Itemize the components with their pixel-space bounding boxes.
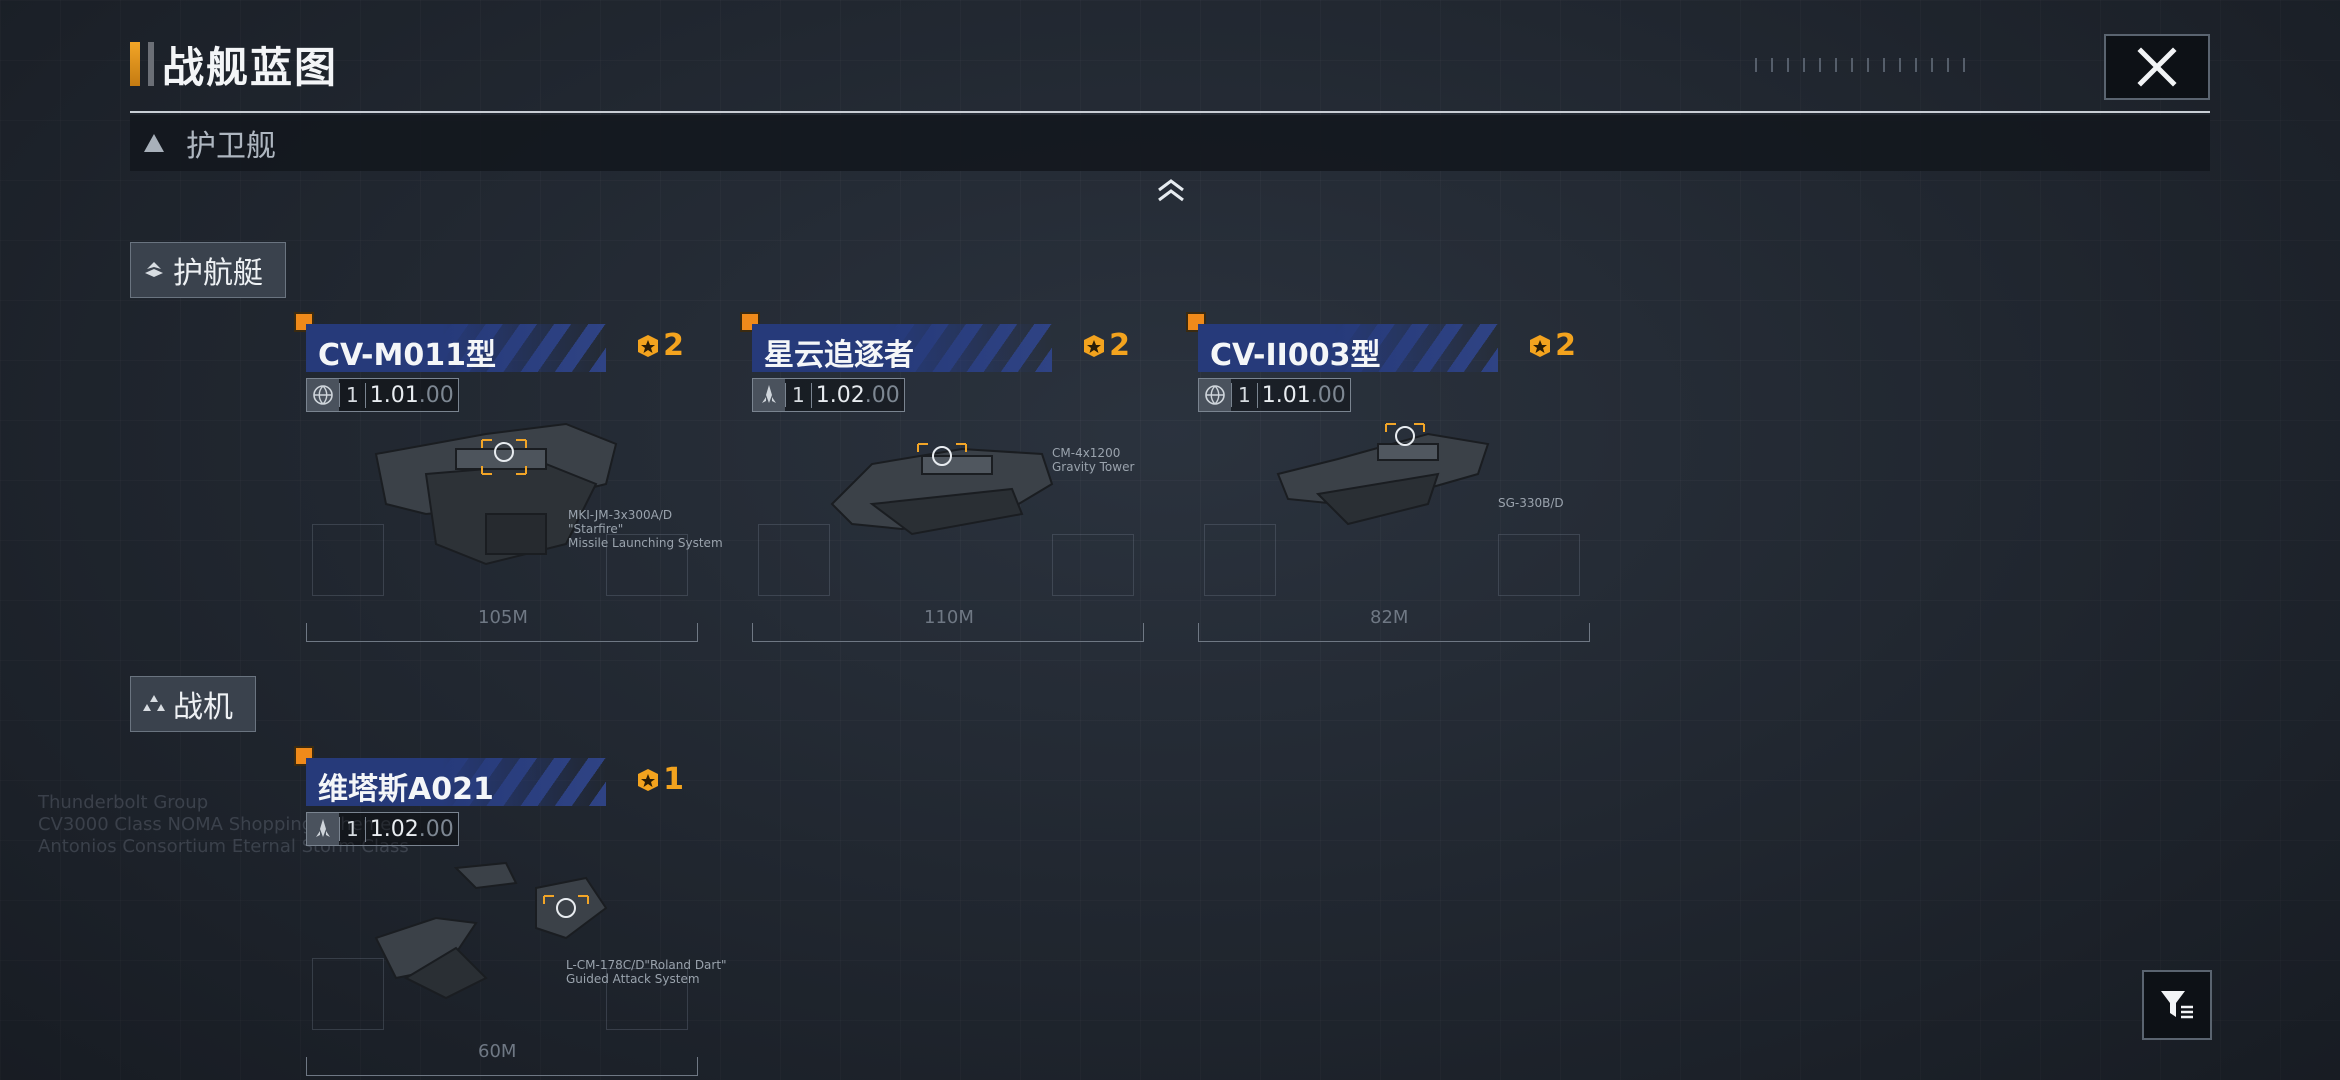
weapon-label: MKI-JM-3x300A/D "Starfire" Missile Launc…: [568, 508, 723, 550]
category-escort: 护航艇: [130, 242, 286, 298]
header-divider: [130, 111, 2210, 113]
globe-icon: [313, 385, 333, 405]
ship-length: 60M: [478, 1041, 517, 1062]
ship-card[interactable]: CV-M011型 2 1 1.01.00 MKI-JM-3x300A/D "St…: [296, 314, 723, 642]
ship-type-icon: [1199, 379, 1231, 411]
version-sub: .00: [418, 816, 454, 842]
ruler: [306, 623, 698, 642]
ruler: [752, 623, 1144, 642]
page-title-text: 战舰蓝图: [162, 42, 339, 92]
version: 1.01.00: [364, 382, 458, 408]
ship-badge: 2: [1081, 328, 1130, 363]
blueprint-sketch: [606, 968, 688, 1030]
ship-type-icon: [753, 379, 785, 411]
rocket-icon: [316, 819, 330, 837]
category-label: 护航艇: [173, 256, 263, 291]
badge-icon: [1530, 334, 1551, 357]
version-main: 1.02: [815, 382, 865, 408]
title-accent: [130, 42, 140, 86]
weapon-label: CM-4x1200 Gravity Tower: [1052, 446, 1135, 474]
ship-stat: 1 1.01.00: [1198, 378, 1351, 412]
filter-button[interactable]: [2142, 970, 2212, 1040]
version-main: 1.01: [1261, 382, 1311, 408]
ship-length: 82M: [1370, 607, 1409, 628]
version-main: 1.02: [369, 816, 419, 842]
badge-icon: [1084, 334, 1105, 357]
ruler: [306, 1057, 698, 1076]
globe-icon: [1205, 385, 1225, 405]
page-title: 战舰蓝图: [130, 38, 338, 92]
blueprint-sketch: [1498, 534, 1580, 596]
blueprint-sketch: [606, 534, 688, 596]
ship-stat: 1 1.02.00: [306, 812, 459, 846]
version-main: 1.01: [369, 382, 419, 408]
version: 1.02.00: [364, 816, 458, 842]
ship-card[interactable]: 维塔斯A021 1 1 1.02.00 L-CM-178C/D"Roland D…: [296, 748, 727, 1076]
badge-icon: [638, 334, 659, 357]
ship-image: [812, 394, 1072, 584]
version: 1.02.00: [810, 382, 904, 408]
ship-image: [366, 394, 626, 584]
stat-number: 1: [785, 383, 811, 407]
escort-category-icon: [145, 262, 163, 277]
fighter-category-icon: [143, 695, 165, 711]
close-icon: [2137, 47, 2177, 87]
chevron-up-icon[interactable]: [1155, 176, 1187, 204]
ship-stat: 1 1.01.00: [306, 378, 459, 412]
ship-type-icon: [307, 813, 339, 845]
ruler: [1198, 623, 1590, 642]
badge-count: 2: [1109, 328, 1130, 363]
badge-icon: [638, 768, 659, 791]
triangle-icon: [144, 134, 164, 152]
weapon-label: SG-330B/D: [1498, 496, 1564, 510]
category-label: 战机: [173, 690, 233, 725]
title-accent-secondary: [148, 42, 154, 86]
version-sub: .00: [1310, 382, 1346, 408]
ship-type-icon: [307, 379, 339, 411]
ship-image: [366, 828, 626, 1018]
section-header-frigate[interactable]: 护卫舰: [130, 115, 2210, 171]
filter-icon: [2161, 991, 2193, 1019]
ship-name-bar: [306, 758, 606, 806]
rocket-icon: [762, 385, 776, 403]
ship-card[interactable]: CV-II003型 2 1 1.01.00 SG-330B/D 82M: [1188, 314, 1590, 642]
ship-name-bar: [752, 324, 1052, 372]
ship-length: 105M: [478, 607, 528, 628]
ship-name-bar: [1198, 324, 1498, 372]
ship-badge: 2: [635, 328, 684, 363]
stat-number: 1: [339, 817, 365, 841]
ship-badge: 2: [1527, 328, 1576, 363]
version: 1.01.00: [1256, 382, 1350, 408]
ship-card[interactable]: 星云追逐者 2 1 1.02.00 CM-4x1200 Gravity Towe…: [742, 314, 1144, 642]
badge-count: 1: [663, 762, 684, 797]
version-sub: .00: [418, 382, 454, 408]
ship-name: 星云追逐者: [764, 338, 914, 373]
decorative-ticks: [1755, 58, 1975, 72]
ship-name-bar: [306, 324, 606, 372]
badge-count: 2: [663, 328, 684, 363]
category-fighter: 战机: [130, 676, 256, 732]
ship-stat: 1 1.02.00: [752, 378, 905, 412]
weapon-label: L-CM-178C/D"Roland Dart" Guided Attack S…: [566, 958, 727, 986]
blueprint-sketch: [1204, 524, 1276, 596]
close-button[interactable]: [2104, 34, 2210, 100]
stat-number: 1: [339, 383, 365, 407]
section-label: 护卫舰: [186, 129, 276, 164]
blueprint-sketch: [758, 524, 830, 596]
ship-image: [1258, 394, 1518, 584]
stat-number: 1: [1231, 383, 1257, 407]
ship-length: 110M: [924, 607, 974, 628]
blueprint-sketch: [312, 958, 384, 1030]
ship-badge: 1: [635, 762, 684, 797]
version-sub: .00: [864, 382, 900, 408]
badge-count: 2: [1555, 328, 1576, 363]
blueprint-sketch: [312, 524, 384, 596]
ship-name: CV-M011型: [318, 338, 496, 373]
ship-name: CV-II003型: [1210, 338, 1381, 373]
ship-name: 维塔斯A021: [318, 772, 494, 807]
blueprint-sketch: [1052, 534, 1134, 596]
